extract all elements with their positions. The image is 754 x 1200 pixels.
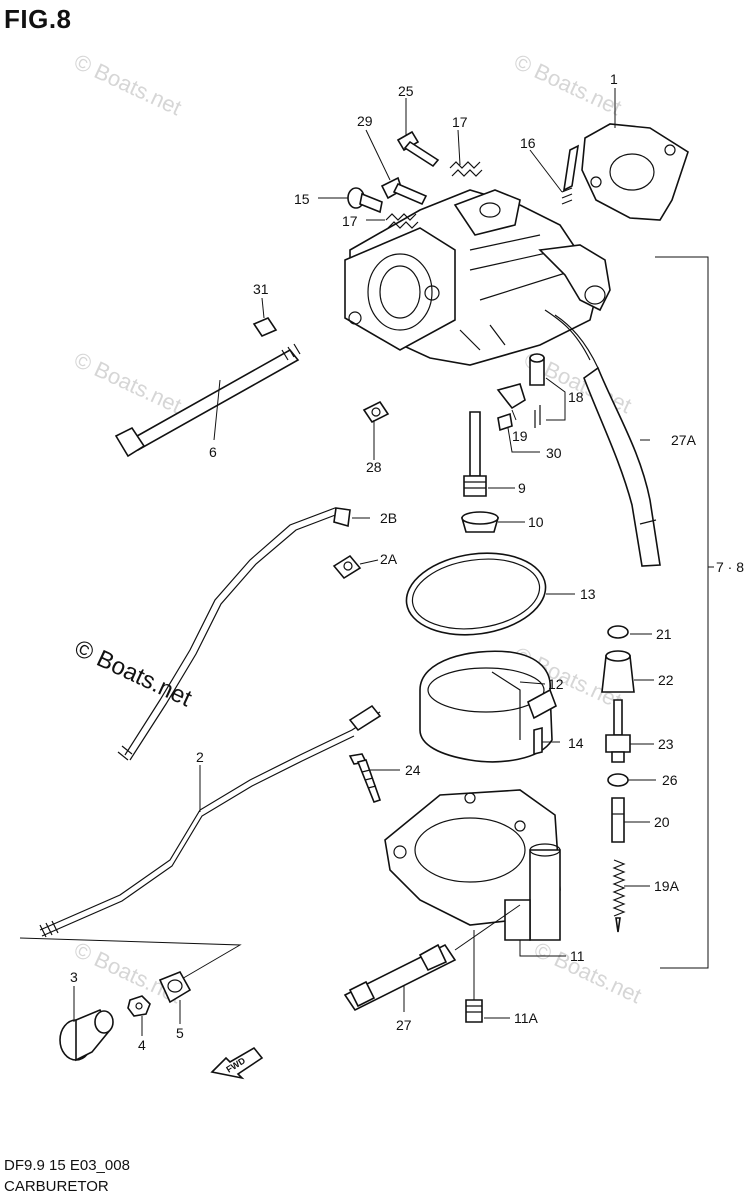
callout-13: 13 — [580, 586, 596, 602]
callout-12: 12 — [548, 676, 564, 692]
group-bracket — [655, 256, 709, 969]
callout-27a: 27A — [671, 432, 697, 448]
spring-17-side — [385, 213, 419, 229]
oring-26 — [607, 773, 629, 787]
jet-22 — [601, 650, 635, 693]
clip-2a — [332, 554, 362, 580]
pin-14 — [533, 726, 543, 756]
fwd-arrow-icon: FWD — [210, 1046, 264, 1080]
callout-4: 4 — [138, 1037, 146, 1053]
plug-31 — [252, 317, 278, 337]
needle-23 — [605, 699, 631, 763]
callout-5: 5 — [176, 1025, 184, 1041]
group-label: 7 · 8 — [716, 559, 744, 575]
float-pin-9 — [463, 411, 487, 497]
callout-11: 11 — [570, 948, 585, 964]
jet-20 — [611, 797, 625, 843]
leader-lines — [73, 88, 656, 1036]
callout-30: 30 — [546, 445, 562, 461]
callout-19a: 19A — [654, 878, 680, 894]
callout-labels: 1 25 17 29 16 15 17 31 6 28 18 19 30 27A… — [70, 71, 697, 1053]
footer-code: DF9.9 15 E03_008 — [4, 1157, 130, 1174]
hose-27a — [583, 366, 661, 567]
carburetor-body — [344, 189, 611, 369]
callout-19: 19 — [512, 428, 528, 444]
gasket-ring-13 — [405, 552, 547, 636]
callout-2: 2 — [196, 749, 204, 765]
nut-4 — [127, 995, 151, 1017]
float-12 — [419, 650, 557, 763]
callout-2b: 2B — [380, 510, 397, 526]
callout-31: 31 — [253, 281, 269, 297]
callout-28: 28 — [366, 459, 382, 475]
callout-10: 10 — [528, 514, 544, 530]
footer-name: CARBURETOR — [4, 1178, 109, 1195]
callout-3: 3 — [70, 969, 78, 985]
callout-9: 9 — [518, 480, 526, 496]
callout-24: 24 — [405, 762, 421, 778]
callout-22: 22 — [658, 672, 674, 688]
grommet-5 — [158, 970, 192, 1004]
callout-21: 21 — [656, 626, 672, 642]
float-bowl — [384, 789, 561, 941]
screw-29 — [380, 176, 428, 206]
callout-26: 26 — [662, 772, 678, 788]
drain-hose-27 — [343, 904, 521, 1012]
callout-17: 17 — [452, 114, 468, 130]
drain-screw-11a — [465, 999, 483, 1023]
spring-17-top — [449, 161, 483, 177]
callout-16: 16 — [520, 135, 536, 151]
callout-2a: 2A — [380, 551, 398, 567]
link-rod-2b — [117, 507, 351, 761]
spring-19a — [612, 859, 626, 933]
seal-10 — [460, 511, 500, 533]
callout-6: 6 — [209, 444, 217, 460]
callout-29: 29 — [357, 113, 373, 129]
callout-23: 23 — [658, 736, 674, 752]
screw-15 — [347, 187, 383, 214]
screw-28 — [362, 400, 390, 424]
callout-20: 20 — [654, 814, 670, 830]
callout-1: 1 — [610, 71, 618, 87]
gasket-part — [581, 123, 689, 221]
callout-27: 27 — [396, 1017, 412, 1033]
callout-15: 15 — [294, 191, 310, 207]
knob-3 — [59, 1008, 114, 1062]
choke-rod-2 — [39, 704, 382, 938]
cap-21 — [607, 625, 629, 639]
callout-18: 18 — [568, 389, 584, 405]
leader-bracket — [19, 937, 242, 981]
screw-25 — [396, 130, 440, 168]
float-needle-parts — [496, 353, 545, 432]
screw-16 — [561, 144, 580, 205]
callout-17: 17 — [342, 213, 358, 229]
callout-11a: 11A — [514, 1010, 539, 1026]
figure-title: FIG.8 — [4, 4, 72, 34]
callout-25: 25 — [398, 83, 414, 99]
long-screw-6 — [114, 343, 301, 458]
callout-14: 14 — [568, 735, 584, 751]
screw-24 — [348, 753, 382, 803]
